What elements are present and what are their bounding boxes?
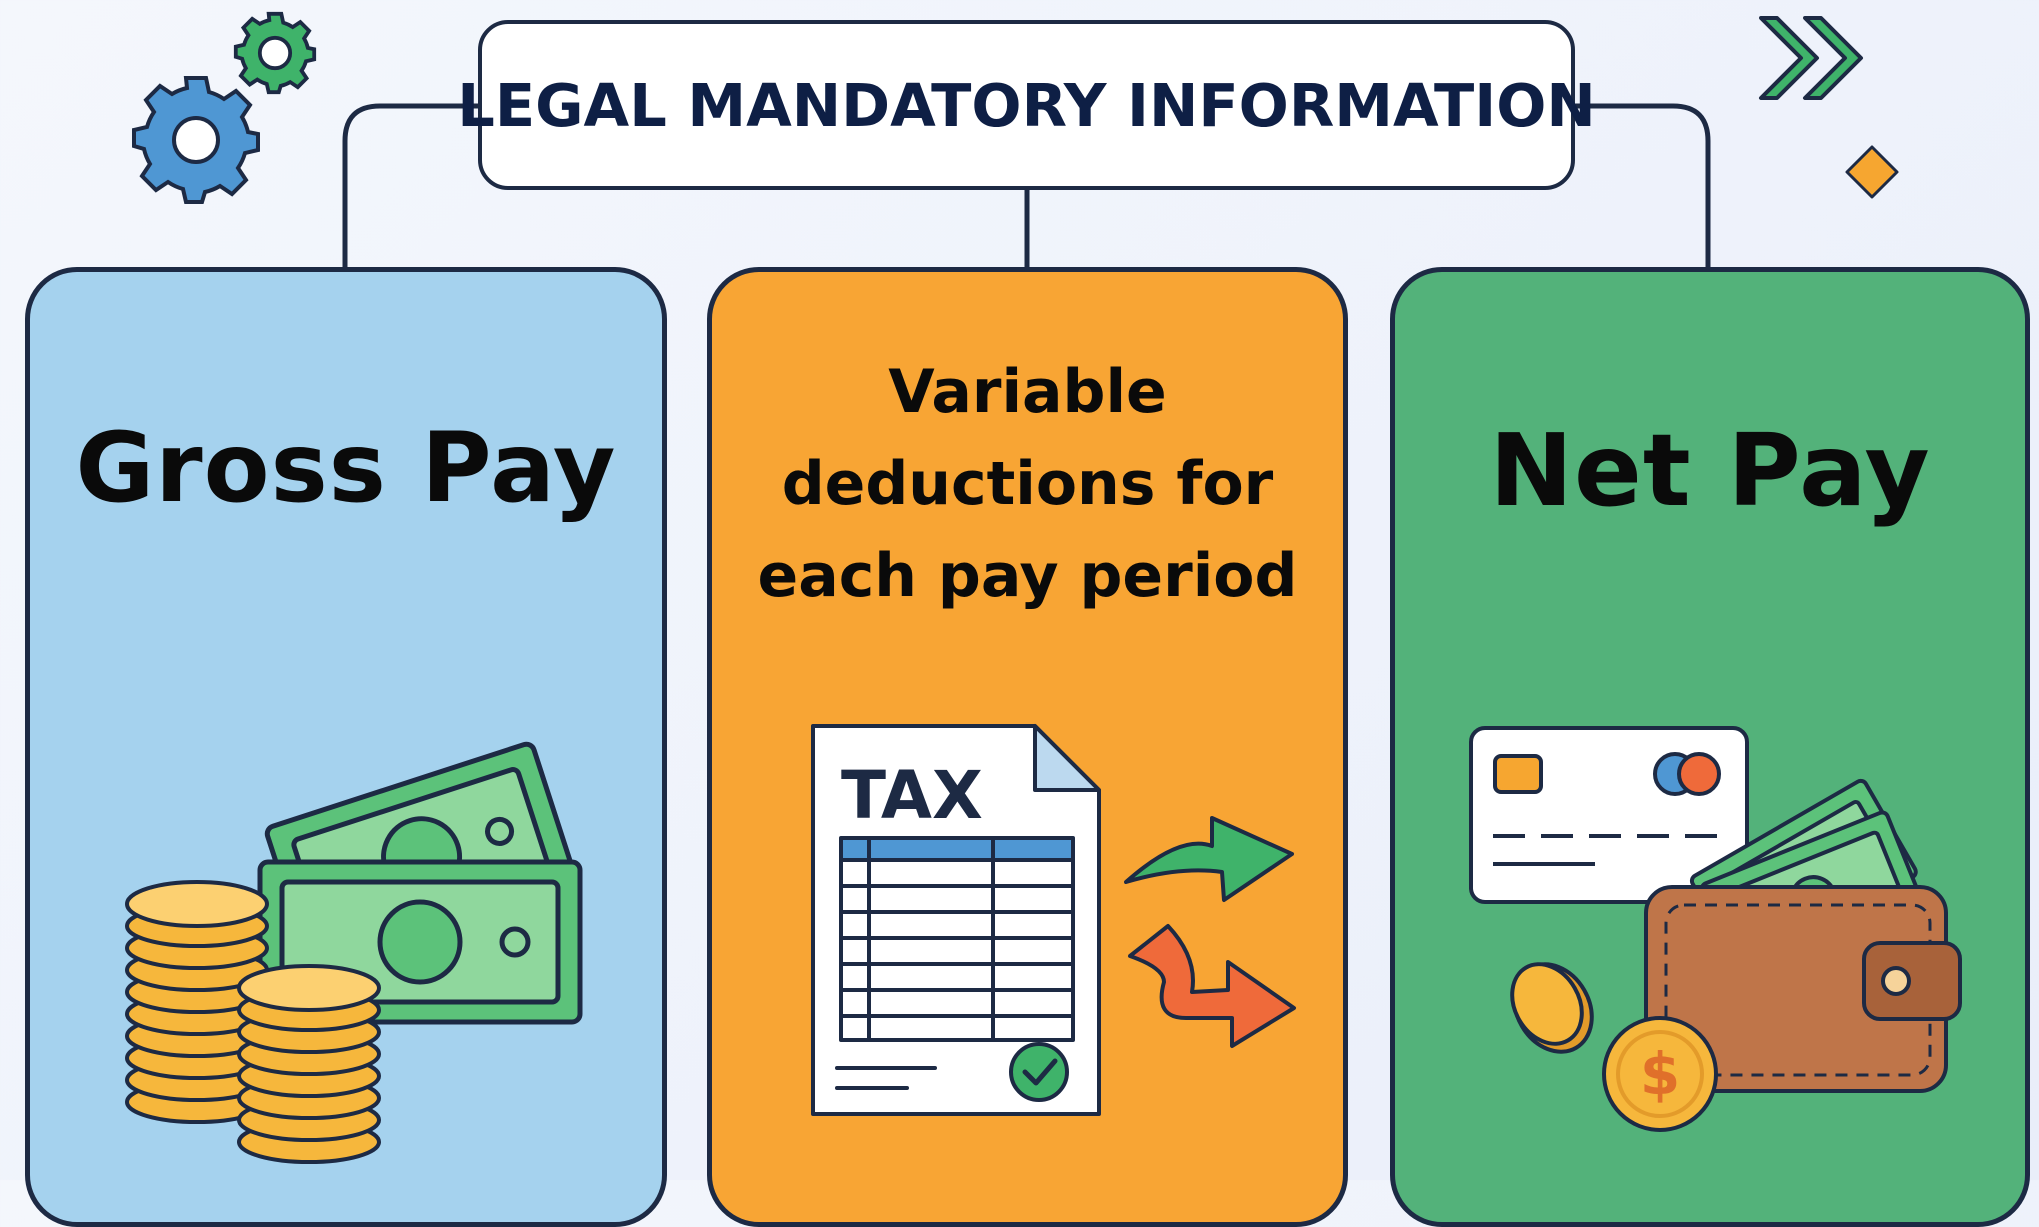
page-title: LEGAL MANDATORY INFORMATION bbox=[457, 70, 1596, 140]
tax-label: TAX bbox=[841, 757, 983, 834]
gear-icon bbox=[233, 11, 317, 95]
gross-pay-label: Gross Pay bbox=[75, 412, 617, 524]
dollar-coin-icon: $ bbox=[1602, 1016, 1718, 1132]
deductions-label-line1: Variable bbox=[888, 357, 1167, 427]
diamond-icon bbox=[1845, 145, 1899, 199]
connector-lines bbox=[342, 103, 1711, 267]
net-pay-card: Net Pay bbox=[1390, 267, 2030, 1227]
title-box: LEGAL MANDATORY INFORMATION bbox=[457, 20, 1596, 190]
deductions-card: Variable deductions for each pay period … bbox=[707, 267, 1348, 1227]
checkmark-icon bbox=[1009, 1042, 1069, 1102]
credit-card-icon bbox=[1469, 726, 1749, 904]
wallet-icon bbox=[1644, 778, 1962, 1093]
gross-pay-card: Gross Pay bbox=[25, 267, 667, 1227]
chevrons-icon bbox=[1759, 16, 1863, 100]
coins-icon bbox=[125, 880, 381, 1164]
banknote-icon bbox=[257, 741, 583, 1025]
tax-document-icon: TAX bbox=[811, 724, 1101, 1116]
gear-icon bbox=[132, 76, 260, 204]
deductions-label: Variable deductions for each pay period bbox=[712, 346, 1343, 622]
net-pay-label: Net Pay bbox=[1489, 412, 1931, 529]
arrow-icon bbox=[1124, 816, 1294, 902]
deductions-label-line2: deductions for bbox=[781, 449, 1274, 519]
coin-icon bbox=[1510, 962, 1594, 1054]
arrow-icon bbox=[1128, 924, 1296, 1048]
dollar-symbol: $ bbox=[1640, 1040, 1680, 1108]
deductions-label-line3: each pay period bbox=[757, 541, 1298, 611]
